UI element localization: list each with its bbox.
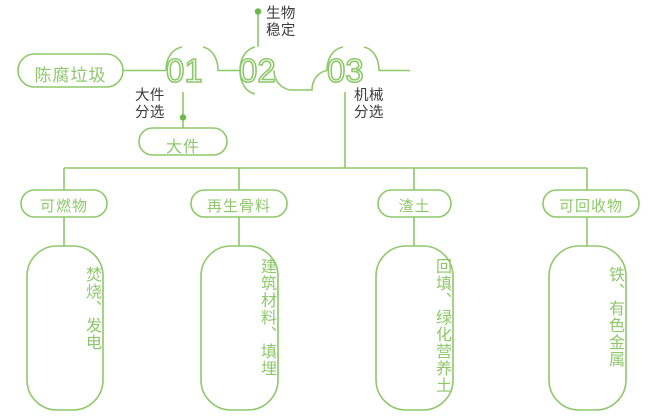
detail-box-text-3: 回填、绿化营养土	[433, 258, 450, 394]
detail-box-text-2: 建筑材料、填埋	[258, 258, 275, 377]
output-pill-shape-4	[542, 189, 640, 218]
detail-box-shape-3	[375, 245, 454, 411]
step-number-03: 03	[326, 51, 364, 90]
step-label-03: 机械 分选	[354, 88, 384, 121]
bulky-pill-shape	[138, 127, 228, 156]
detail-box-shape-4	[548, 245, 627, 411]
connector-01-to-02	[202, 46, 256, 72]
source-pill-label: 陈腐垃圾	[34, 66, 107, 85]
output-pill-label-4: 可回收物	[558, 198, 623, 215]
output-pill-label-1: 可燃物	[39, 198, 88, 215]
step-label-01: 大件 分选	[135, 88, 165, 121]
connector-02-to-03	[273, 69, 328, 91]
bulky-output-pill-label: 大件	[165, 139, 200, 156]
step-number-01: 01	[165, 51, 203, 90]
detail-box-text-1: 焚烧、发电	[83, 266, 100, 351]
arc-01-left	[165, 46, 183, 71]
output-pill-label-3: 渣土	[398, 198, 431, 215]
output-pill-label-2: 再生骨料	[206, 198, 271, 215]
step-number-02: 02	[238, 51, 276, 90]
node-dot-icon-bulky	[179, 114, 187, 121]
detail-box-text-4: 铁、有色金属	[606, 266, 623, 368]
detail-box-shape-1	[26, 245, 104, 411]
connector-03-right-tail	[363, 46, 410, 72]
detail-box-shape-2	[200, 245, 279, 411]
arc-02-lower-left	[239, 70, 256, 95]
arc-03-left	[326, 46, 344, 71]
step-label-02: 生物 稳定	[266, 6, 296, 39]
node-dot-icon-biostable	[254, 8, 262, 15]
